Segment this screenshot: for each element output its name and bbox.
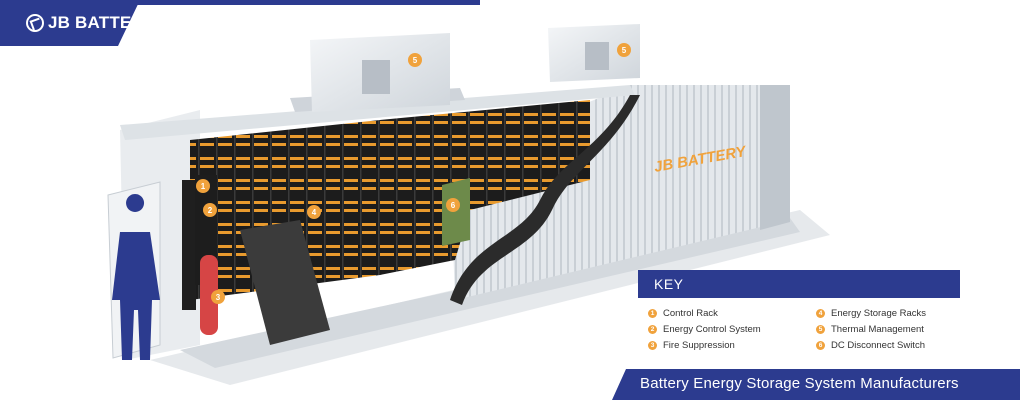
callout-3: 3 <box>216 293 221 302</box>
key-number-badge: 6 <box>816 341 825 350</box>
thermal-unit-b-vent <box>585 42 609 70</box>
callout-2: 2 <box>208 206 213 215</box>
callout-4: 4 <box>312 208 317 217</box>
key-item: 3 Fire Suppression <box>648 338 816 352</box>
key-number-badge: 4 <box>816 309 825 318</box>
key-label: Energy Storage Racks <box>831 308 926 319</box>
thermal-unit-a-vent <box>362 60 390 94</box>
key-label: Energy Control System <box>663 324 761 335</box>
key-item: 5 Thermal Management <box>816 322 966 336</box>
key-item: 2 Energy Control System <box>648 322 816 336</box>
key-item: 1 Control Rack <box>648 306 816 320</box>
doorway-opening <box>182 180 196 310</box>
key-title: KEY <box>638 270 960 298</box>
key-number-badge: 5 <box>816 325 825 334</box>
callout-5b: 5 <box>622 46 627 55</box>
key-number-badge: 3 <box>648 341 657 350</box>
key-number-badge: 2 <box>648 325 657 334</box>
key-label: Fire Suppression <box>663 340 735 351</box>
callout-1: 1 <box>201 182 206 191</box>
dc-disconnect-switch <box>442 178 470 246</box>
callout-6: 6 <box>451 201 456 210</box>
callout-5a: 5 <box>413 56 418 65</box>
key-label: Thermal Management <box>831 324 924 335</box>
key-item: 4 Energy Storage Racks <box>816 306 966 320</box>
key-label: Control Rack <box>663 308 718 319</box>
container-end-wall <box>760 85 790 230</box>
key-label: DC Disconnect Switch <box>831 340 925 351</box>
footer-caption: Battery Energy Storage System Manufactur… <box>640 375 959 392</box>
key-number-badge: 1 <box>648 309 657 318</box>
key-item: 6 DC Disconnect Switch <box>816 338 966 352</box>
key-legend: KEY 1 Control Rack 4 Energy Storage Racks … <box>638 270 960 358</box>
key-items: 1 Control Rack 4 Energy Storage Racks 2 Ene… <box>638 298 960 352</box>
